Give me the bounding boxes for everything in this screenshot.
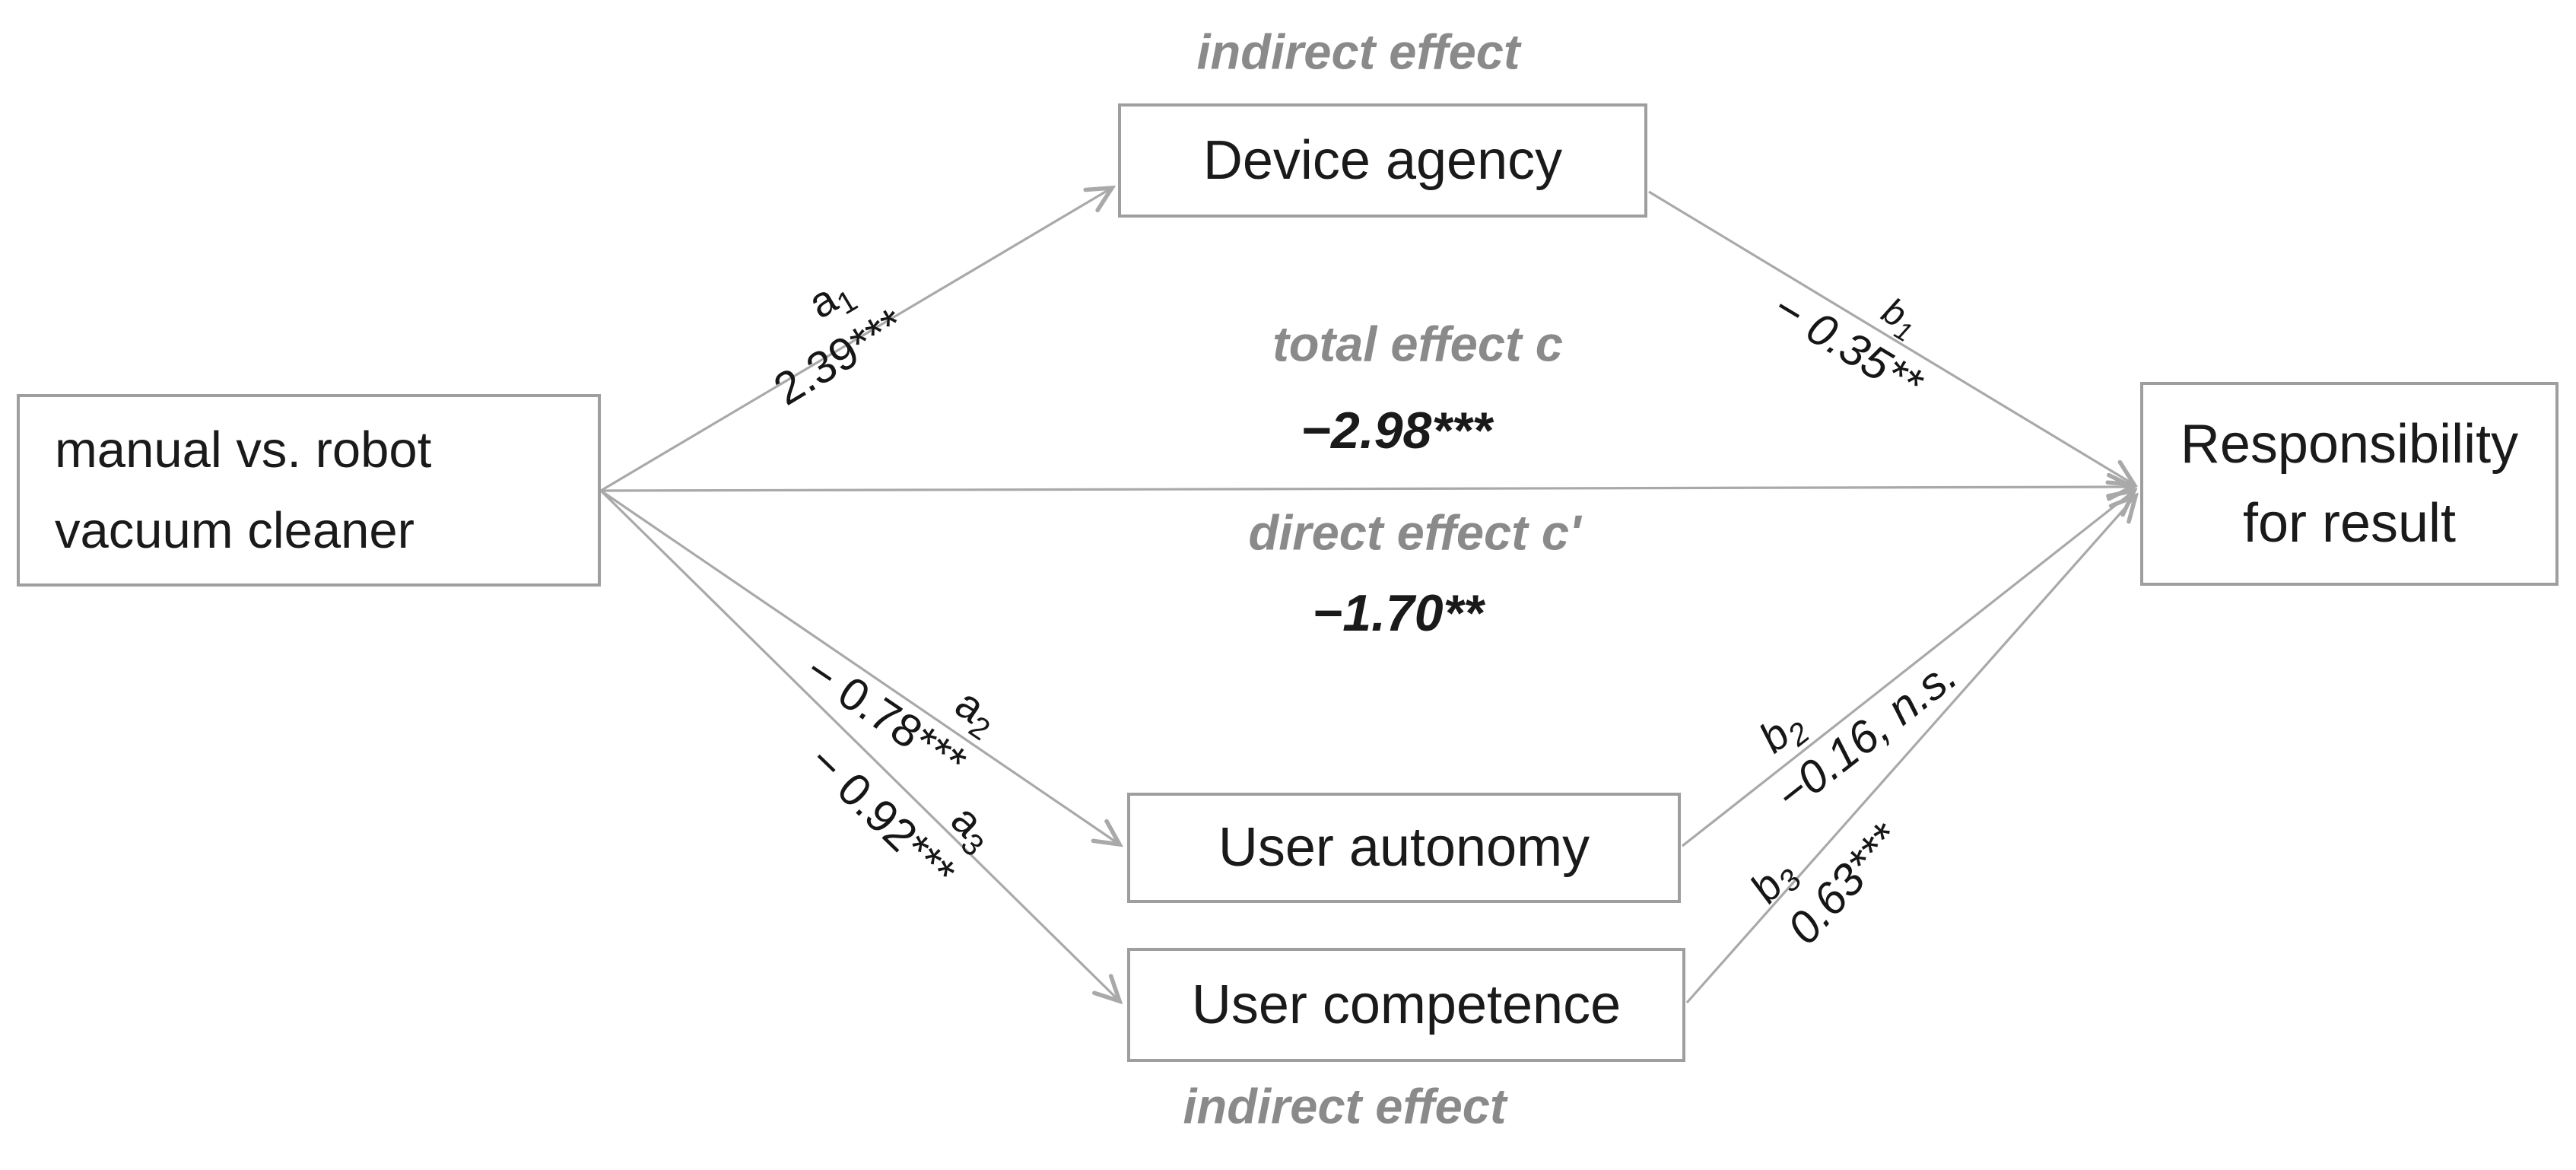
indirect-effect-bottom-label: indirect effect — [1183, 1078, 1507, 1134]
node-device-agency: Device agency — [1118, 103, 1647, 218]
node-outcome: Responsibility for result — [2140, 382, 2559, 586]
node-outcome-line2: for result — [2242, 493, 2457, 554]
arrow-a1 — [600, 188, 1112, 492]
node-outcome-line1: Responsibility — [2180, 413, 2519, 475]
arrow-b2 — [1682, 491, 2134, 847]
node-predictor-line1: manual vs. robot — [55, 421, 432, 478]
direct-effect-label: direct effect c' — [1248, 504, 1581, 561]
node-predictor: manual vs. robot vacuum cleaner — [17, 394, 601, 587]
node-user-competence: User competence — [1127, 948, 1685, 1062]
node-user-autonomy: User autonomy — [1127, 793, 1681, 903]
direct-effect-value: −1.70** — [1312, 584, 1484, 642]
arrow-a3 — [599, 489, 1120, 1001]
total-effect-value: −2.98*** — [1301, 402, 1492, 459]
node-user-autonomy-label: User autonomy — [1218, 817, 1590, 879]
indirect-effect-top-label: indirect effect — [1196, 24, 1520, 80]
total-effect-label: total effect c — [1272, 316, 1563, 372]
arrow-b3 — [1685, 496, 2136, 1004]
arrow-direct-effect — [600, 487, 2133, 491]
arrow-b1 — [1648, 190, 2134, 485]
arrow-a2 — [600, 489, 1120, 844]
node-device-agency-label: Device agency — [1202, 129, 1563, 191]
node-predictor-line2: vacuum cleaner — [55, 501, 415, 559]
node-user-competence-label: User competence — [1191, 974, 1622, 1035]
